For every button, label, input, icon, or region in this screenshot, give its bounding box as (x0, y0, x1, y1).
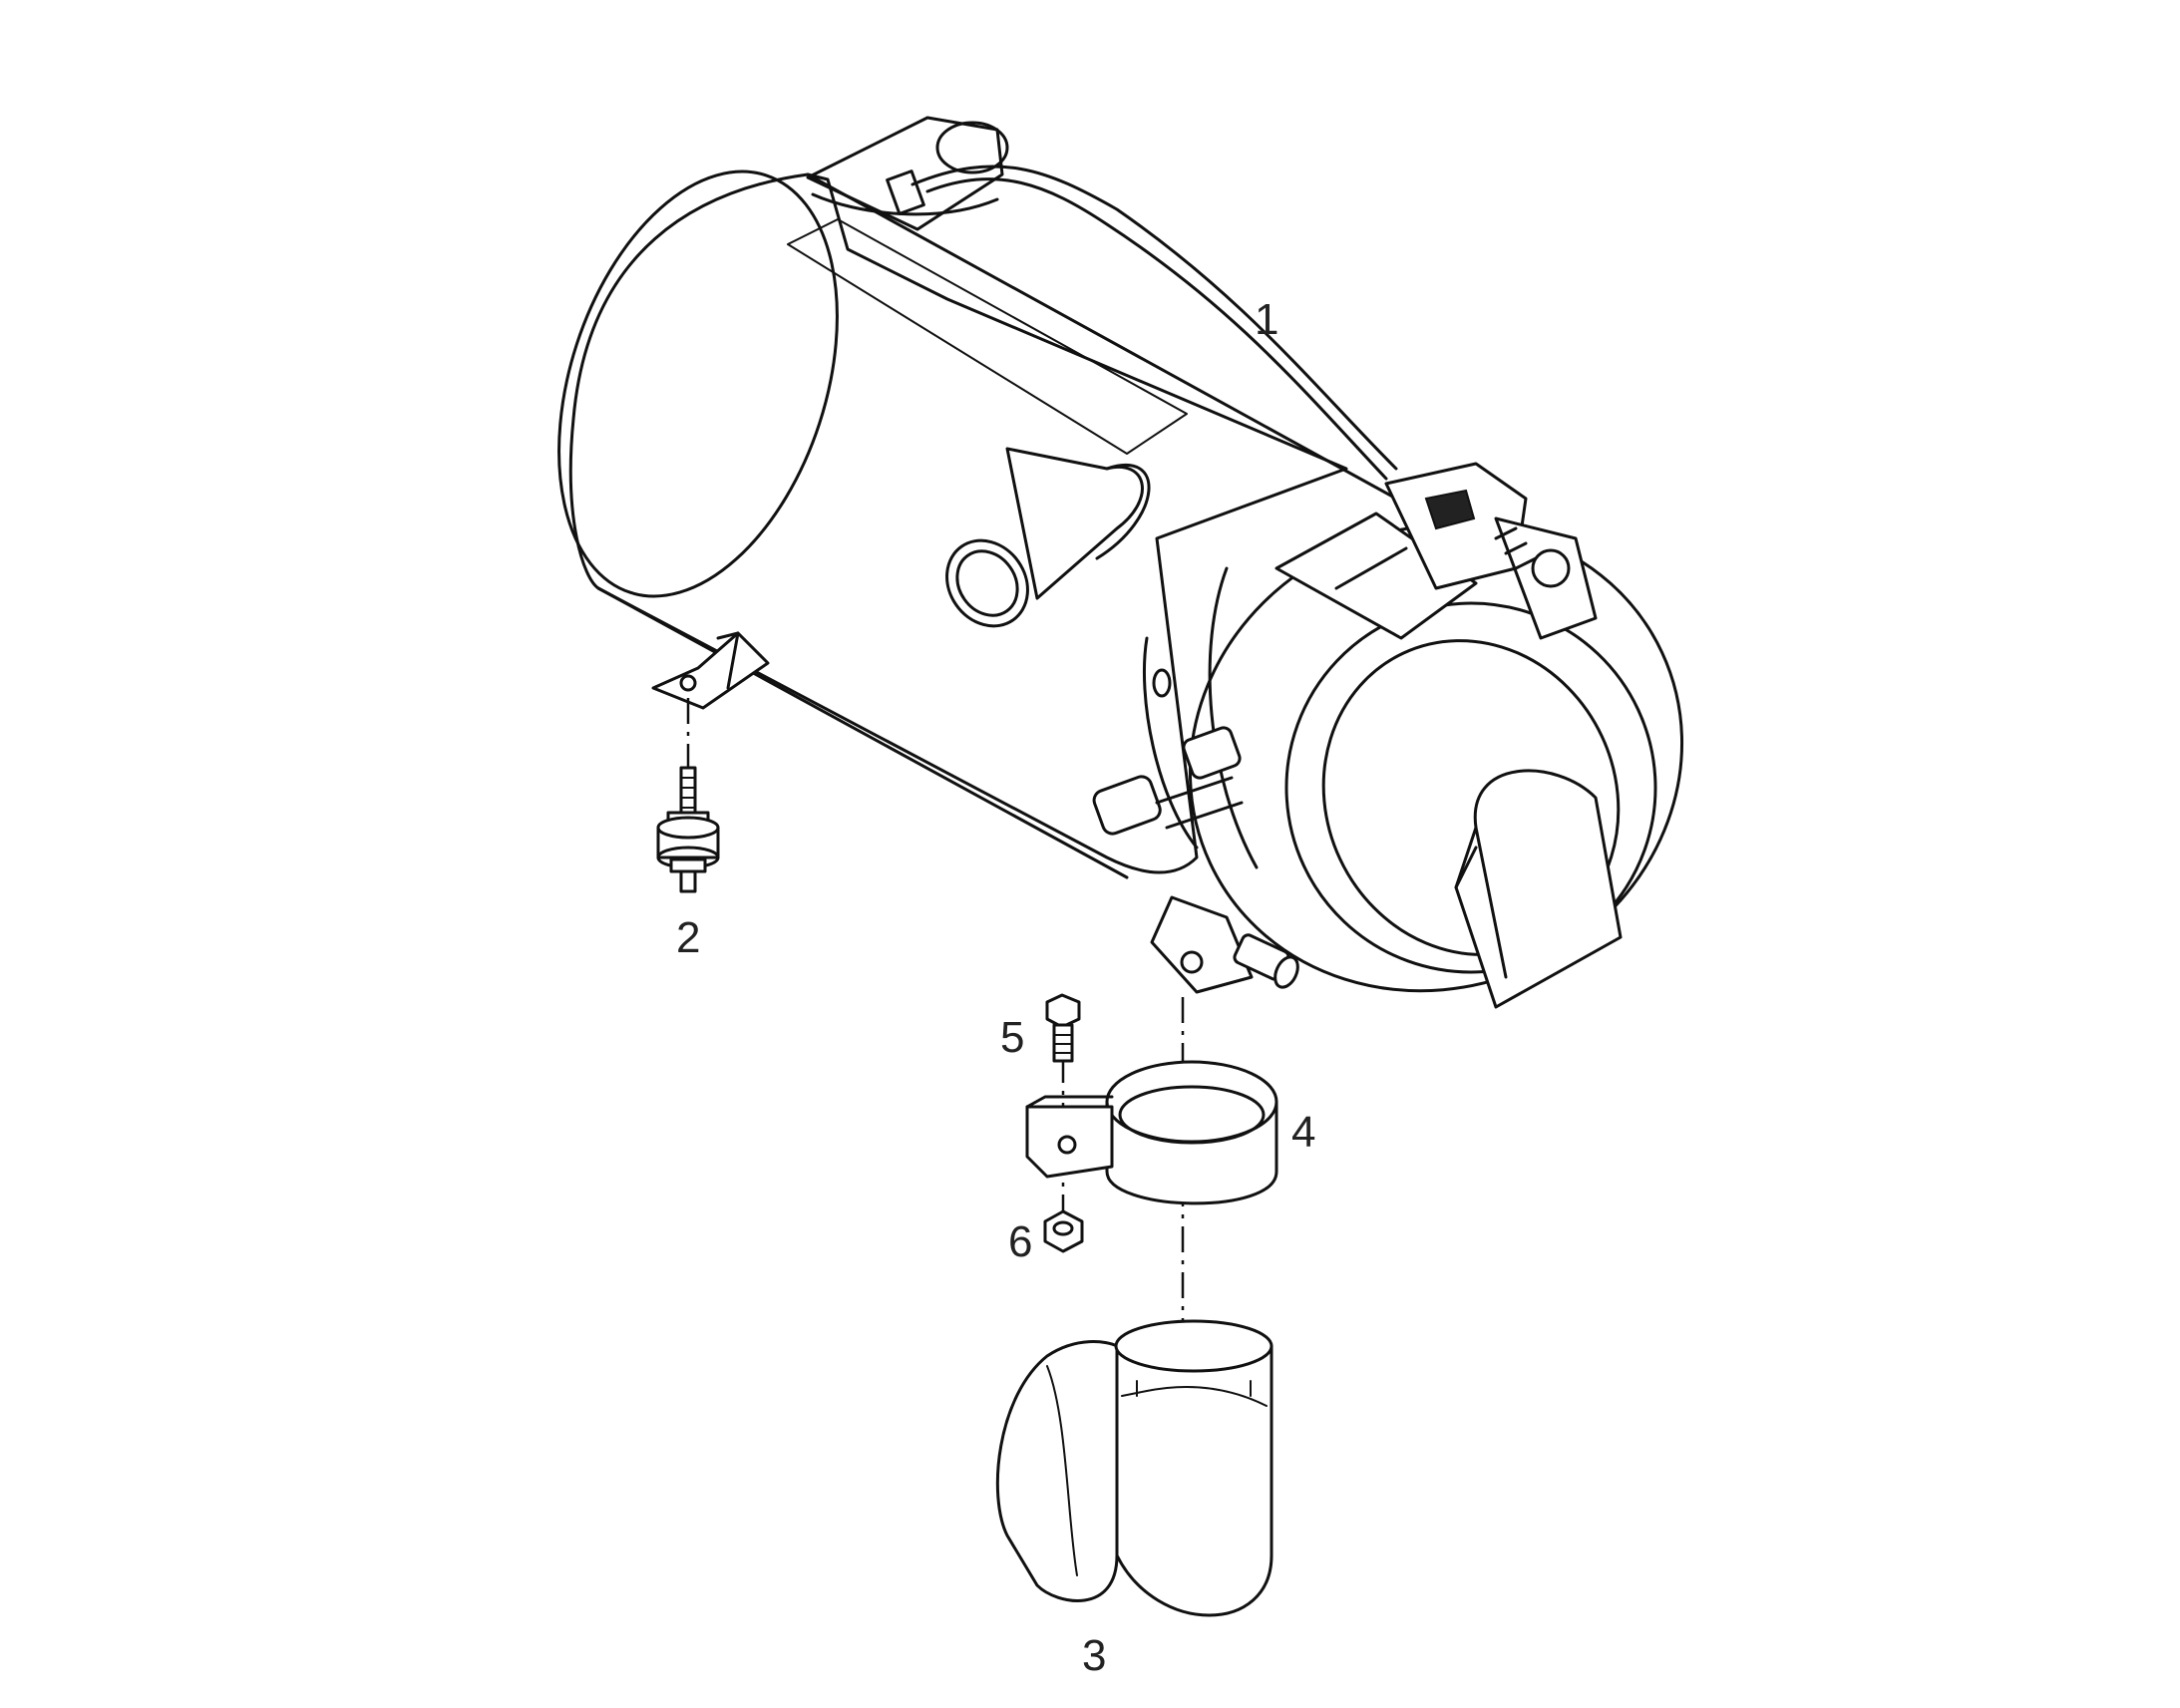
part-5-bolt (1045, 993, 1081, 1063)
part-1-main-unit (557, 116, 1684, 1009)
callout-4: 4 (1291, 1108, 1315, 1157)
callout-2: 2 (676, 913, 700, 962)
part-2-rubber-mount (656, 766, 720, 893)
callout-1: 1 (1255, 295, 1278, 344)
part-4-clamp (1025, 1060, 1278, 1205)
callout-3: 3 (1082, 1631, 1106, 1680)
callout-6: 6 (1008, 1217, 1032, 1266)
part-6-nut (1043, 1209, 1084, 1253)
part-3-elbow-pipe (995, 1319, 1273, 1617)
callout-5: 5 (1000, 1013, 1024, 1062)
